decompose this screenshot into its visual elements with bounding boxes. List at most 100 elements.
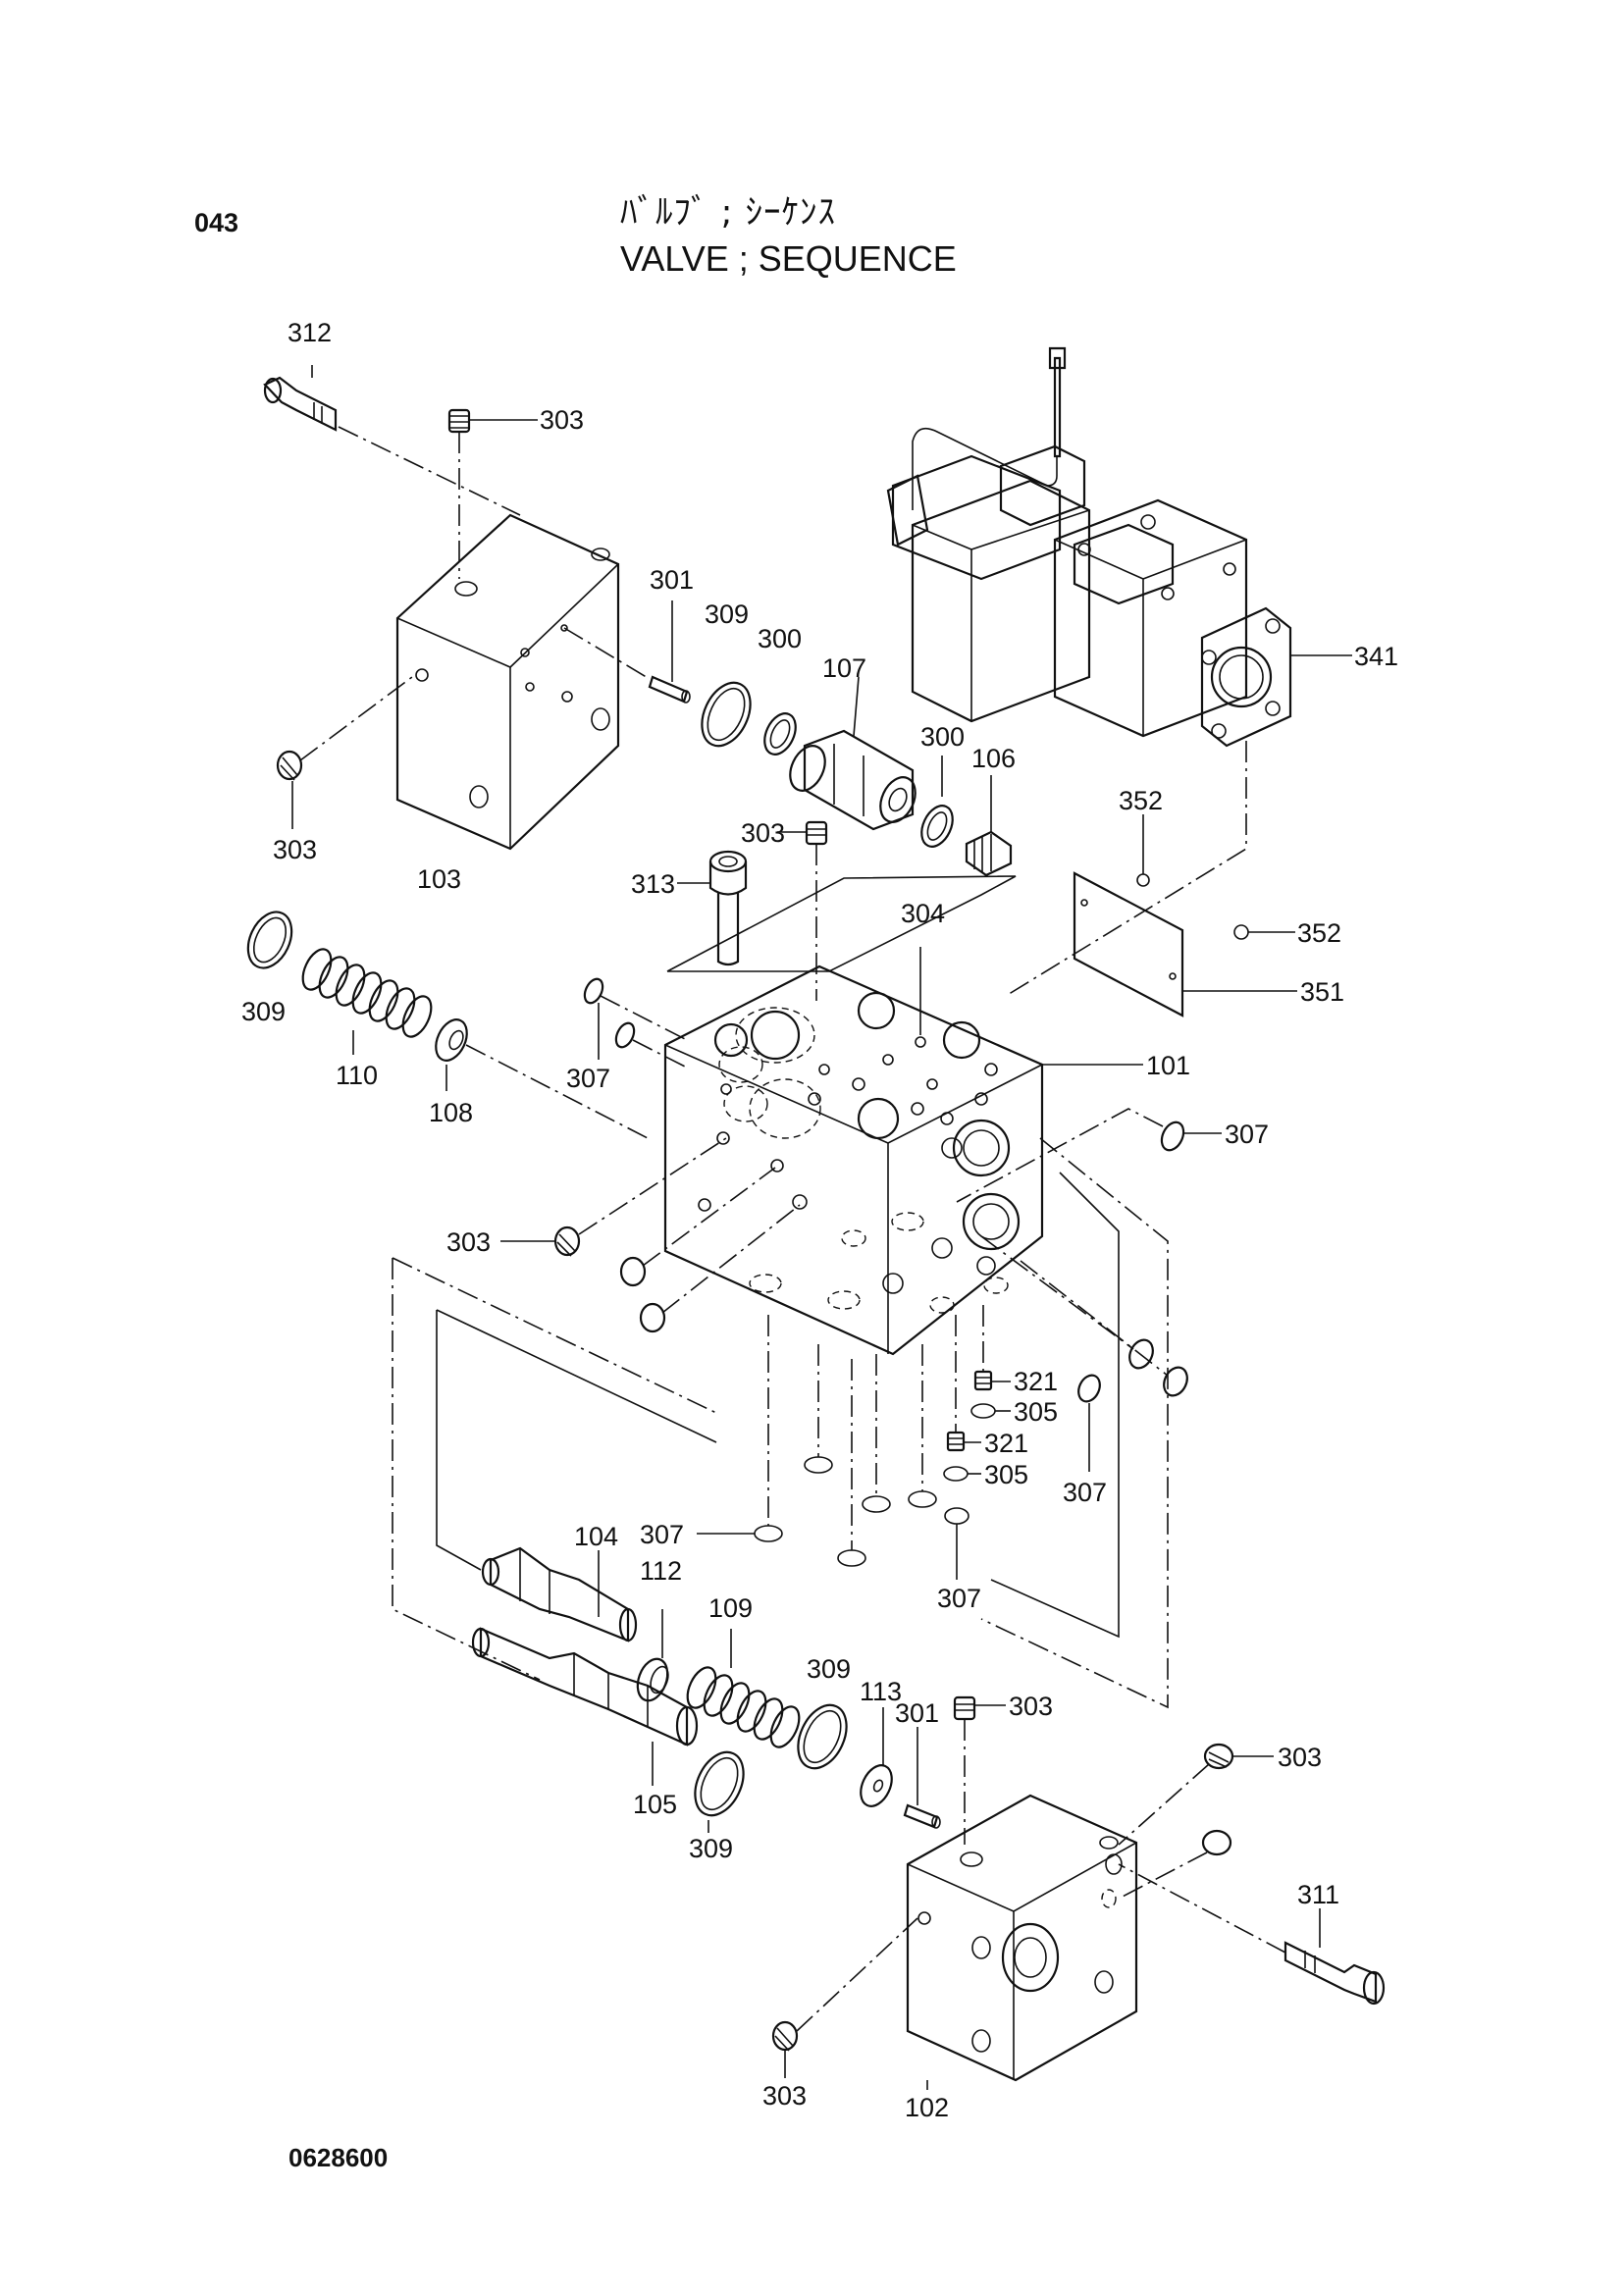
oring-bottom-4	[754, 1525, 783, 1542]
callout-105: 105	[633, 1790, 677, 1819]
oring-309-top	[701, 681, 752, 748]
top-cover-103	[395, 513, 620, 851]
pin-301-top	[648, 675, 691, 704]
callout-303-a: 303	[540, 405, 584, 435]
callout-352-b: 352	[1297, 918, 1341, 948]
title-japanese: ﾊﾞﾙﾌﾞ ; ｼｰｹﾝｽ	[620, 193, 837, 233]
oring-309-lower-a	[694, 1750, 745, 1817]
oring-307-c	[1077, 1374, 1101, 1403]
callout-341: 341	[1354, 642, 1398, 671]
spring-110	[301, 948, 433, 1038]
page-number: 043	[194, 208, 239, 237]
plug-303-lower-center	[953, 1695, 976, 1721]
bottom-cover-102	[906, 1794, 1138, 2082]
callout-307-b: 307	[1225, 1120, 1269, 1149]
callout-301-b: 301	[895, 1698, 939, 1728]
callout-303-e: 303	[1009, 1692, 1053, 1721]
callout-351: 351	[1300, 977, 1344, 1007]
pin-301-lower	[903, 1803, 941, 1829]
plug-303-body-left	[553, 1225, 581, 1257]
cap-112	[636, 1657, 669, 1702]
callout-107: 107	[822, 653, 866, 683]
spool-104	[481, 1546, 638, 1642]
callout-305-b: 305	[984, 1460, 1028, 1489]
callout-307-a: 307	[566, 1064, 610, 1093]
oring-bottom-1	[804, 1456, 833, 1474]
plug-303-center	[805, 820, 828, 846]
seal-305-b	[943, 1466, 969, 1482]
callout-307-d: 307	[937, 1584, 981, 1613]
callout-313: 313	[631, 869, 675, 899]
callout-303-b: 303	[273, 835, 317, 864]
plug-303-left	[276, 750, 303, 781]
plug-321-a	[973, 1370, 993, 1391]
bolt-312	[263, 376, 338, 432]
callout-303-f: 303	[1278, 1743, 1322, 1772]
oring-307-right	[1160, 1121, 1185, 1152]
callout-303-g: 303	[762, 2081, 807, 2111]
bolt-313	[708, 850, 748, 966]
callout-109: 109	[708, 1593, 753, 1623]
callout-309-c: 309	[807, 1654, 851, 1684]
callout-309-d: 309	[689, 1834, 733, 1863]
oring-bottom-2	[862, 1495, 891, 1513]
sleeve-107	[789, 729, 917, 831]
oring-307-b	[614, 1021, 636, 1049]
plug-lower-right-b	[1201, 1829, 1232, 1856]
callout-102: 102	[905, 2093, 949, 2122]
plug-106	[965, 830, 1013, 877]
plug-321-b	[946, 1431, 966, 1452]
plate-351	[1073, 871, 1184, 1017]
callout-305-a: 305	[1014, 1397, 1058, 1427]
plug-303-bottom-left	[771, 2020, 799, 2052]
callout-300-b: 300	[920, 722, 965, 752]
callout-321-b: 321	[984, 1429, 1028, 1458]
callout-106: 106	[971, 744, 1016, 773]
spring-109	[686, 1666, 801, 1748]
callout-304: 304	[901, 899, 945, 928]
title-block: ﾊﾞﾙﾌﾞ ; ｼｰｹﾝｽ VALVE ; SEQUENCE	[620, 184, 1130, 280]
callout-113: 113	[860, 1677, 902, 1706]
callout-301-a: 301	[650, 565, 694, 595]
oring-309-lower-b	[797, 1703, 848, 1770]
callout-112: 112	[640, 1556, 682, 1586]
plug-303-top	[447, 408, 471, 434]
spool-105	[471, 1627, 699, 1747]
callout-312: 312	[288, 318, 332, 347]
callout-303-c: 303	[741, 818, 785, 848]
plug-body-2	[619, 1256, 647, 1287]
callout-104: 104	[574, 1522, 618, 1551]
callout-103: 103	[417, 864, 461, 894]
oring-bottom-6	[944, 1507, 969, 1525]
oring-right-b	[1163, 1366, 1188, 1397]
callout-303-d: 303	[446, 1227, 491, 1257]
ring-300-b	[920, 805, 954, 848]
callout-352-a: 352	[1119, 786, 1163, 815]
main-body-101	[663, 965, 1044, 1356]
callout-321-a: 321	[1014, 1367, 1058, 1396]
oring-309-left	[246, 911, 293, 969]
drawing-number: 0628600	[288, 2143, 389, 2172]
callout-309-b: 309	[241, 997, 286, 1026]
solenoid-valve-341	[886, 346, 1292, 748]
plug-body-3	[639, 1302, 666, 1333]
seal-305-a	[970, 1403, 996, 1419]
callout-311: 311	[1297, 1880, 1339, 1909]
oring-right-a	[1128, 1338, 1154, 1370]
retainer-108	[435, 1018, 468, 1062]
oring-bottom-3	[908, 1490, 937, 1508]
screw-352-b	[1233, 924, 1249, 940]
callout-307-e: 307	[640, 1520, 684, 1549]
oring-307-a	[583, 977, 604, 1005]
callout-307-c: 307	[1063, 1478, 1107, 1507]
washer-113	[860, 1764, 893, 1807]
ball-304	[915, 1036, 926, 1048]
callout-300-a: 300	[758, 624, 802, 653]
callout-108: 108	[429, 1098, 473, 1127]
callout-labels: 312 303 301 309 300 107 341 303 103 300 …	[241, 318, 1398, 2122]
screw-352-a	[1136, 873, 1150, 887]
callout-110: 110	[336, 1061, 378, 1090]
ring-300-a	[763, 712, 797, 756]
title-english: VALVE ; SEQUENCE	[620, 238, 957, 279]
